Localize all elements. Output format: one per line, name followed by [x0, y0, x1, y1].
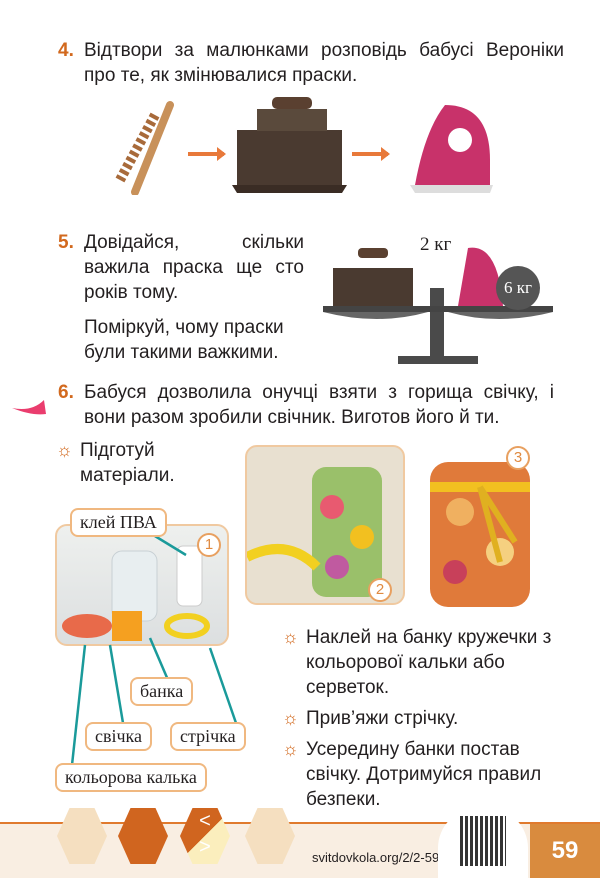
step-badge: 1 [197, 533, 221, 557]
page-number: 59 [530, 824, 600, 878]
prepare-text: Підготуй матеріали. [80, 440, 175, 486]
label-tracing-paper: кольорова калька [55, 763, 207, 792]
task-text: Бабуся дозволила онучці взяти з горища с… [84, 382, 554, 428]
scale-image: 2 кг 6 кг [318, 228, 558, 368]
step-text: Усередину банки постав свічку. Дотримуйс… [306, 739, 542, 810]
arrow-icon [352, 147, 390, 161]
step-item: ☼ Наклей на банку кружечки з кольорової к… [282, 625, 566, 700]
step-item: ☼ Усередину банки постав свічку. Дотримуй… [282, 737, 566, 812]
step-item: ☼ Прив’яжи стрічку. [282, 706, 566, 731]
footer-url[interactable]: svitdovkola.org/2/2-59 [312, 850, 440, 865]
step-badge: 2 [368, 578, 392, 602]
task-text-2: Поміркуй, чому праски були такими важким… [84, 317, 284, 363]
step-text: Прив’яжи стрічку. [306, 708, 459, 729]
pink-pointer-icon [12, 398, 48, 416]
sun-bullet-icon: ☼ [282, 627, 299, 647]
qr-code-icon[interactable] [438, 808, 528, 878]
sun-bullet-icon: ☼ [282, 739, 299, 759]
steps-list: ☼ Наклей на банку кружечки з кольорової к… [282, 625, 566, 812]
label-ribbon: стрічка [170, 722, 246, 751]
finished-candle-holder-photo [420, 452, 540, 612]
task-5: 5. Довідайся, скільки важила праска ще с… [58, 230, 304, 365]
arrow-icon [188, 147, 226, 161]
step-text: Наклей на банку кружечки з кольорової ка… [306, 627, 552, 698]
task-4: 4. Відтвори за малюнками розповідь бабус… [58, 38, 564, 88]
task-text: Довідайся, скільки важила праска ще сто … [84, 232, 304, 303]
kettlebell-weight-label: 6 кг [504, 278, 532, 297]
iron-weight-label: 2 кг [420, 234, 452, 255]
sun-bullet-icon: ☼ [56, 440, 73, 460]
prepare-materials: ☼ Підготуй матеріали. [56, 438, 190, 488]
step-badge: 3 [506, 446, 530, 470]
task-number: 4. [58, 40, 74, 61]
task-number: 5. [58, 232, 74, 253]
jar-glued-photo [245, 445, 405, 605]
rolling-iron-image [110, 100, 190, 196]
task-text: Відтвори за малюнками розповідь бабусі В… [84, 40, 564, 86]
sun-bullet-icon: ☼ [282, 708, 299, 728]
label-glue: клей ПВА [70, 508, 167, 537]
task-number: 6. [58, 382, 74, 403]
cast-iron-image [232, 95, 347, 195]
label-candle: свічка [85, 722, 153, 751]
electric-iron-image [405, 100, 495, 195]
label-jar: банка [130, 677, 194, 706]
task-6: 6. Бабуся дозволила онучці взяти з горищ… [58, 380, 554, 430]
